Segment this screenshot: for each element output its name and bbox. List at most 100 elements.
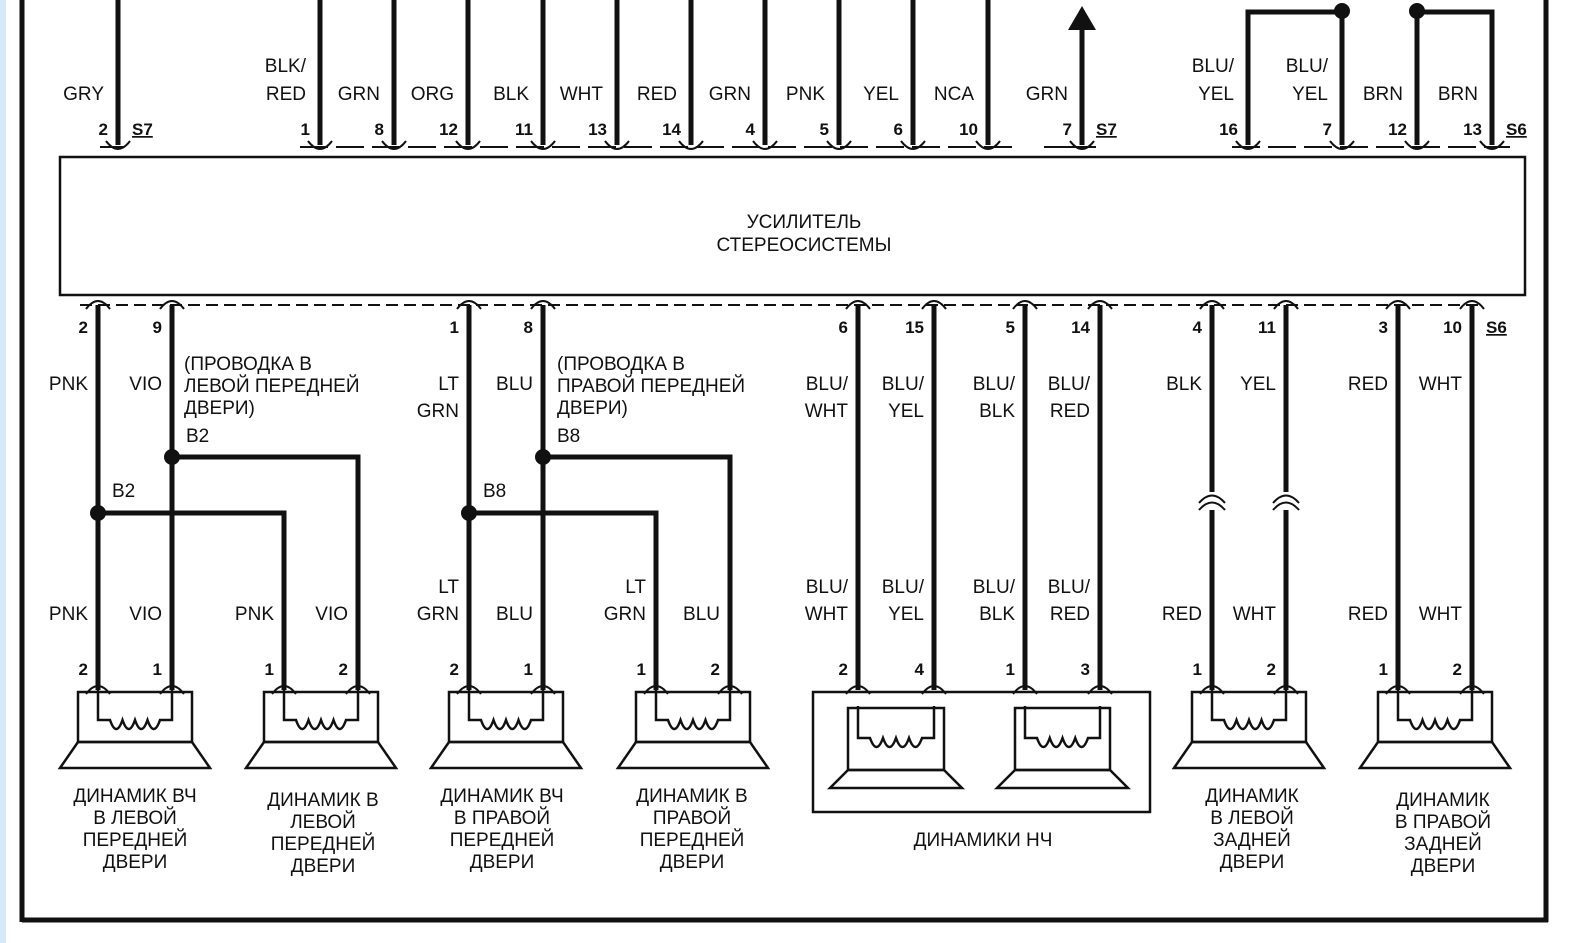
wire-color-label: GRN: [338, 84, 380, 105]
wire-color-label: BLU/: [1048, 577, 1091, 598]
connector-id: S6: [1506, 120, 1527, 139]
wire-color-label: RED: [1050, 401, 1090, 422]
pin-terminal: [455, 140, 481, 150]
bottom-wire-labels: 2PNK9VIO1LTGRN8BLU6BLU/WHT15BLU/YEL5BLU/…: [49, 318, 1507, 422]
pin-terminal: [975, 140, 1001, 150]
pin-number: 2: [99, 120, 108, 139]
wire-color-label: WHT: [1233, 604, 1277, 625]
wire-color-label: RED: [1162, 604, 1202, 625]
wire-color-label: PNK: [235, 604, 274, 625]
wire-color-label: LT: [438, 374, 459, 395]
pin-number: 11: [1258, 318, 1276, 337]
speaker-caption: В ЛЕВОЙ: [93, 807, 177, 829]
speaker-icon: [1171, 690, 1327, 770]
pin-number: 8: [524, 318, 533, 337]
wire-color-label: BLU/: [1192, 56, 1235, 77]
pin-terminal: [604, 140, 630, 150]
wire-color-label: BLK: [979, 401, 1015, 422]
pin-terminal: [678, 140, 704, 150]
splice-dot: [461, 505, 477, 521]
speaker-caption: В ПРАВОЙ: [454, 807, 550, 829]
speaker-icon: [57, 690, 213, 770]
speaker-caption: В ЛЕВОЙ: [1210, 807, 1294, 829]
pin-number: 2: [339, 660, 348, 679]
speaker-caption: ПЕРЕДНЕЙ: [640, 829, 745, 851]
amplifier-box: [58, 155, 1527, 297]
wire-color-label: BLU/: [806, 374, 849, 395]
pin-number: 10: [1443, 318, 1462, 337]
pin-number: 13: [588, 120, 607, 139]
arrow-up-icon: [1068, 6, 1096, 30]
speaker-caption: ДВЕРИ: [291, 856, 356, 877]
pin-number: 13: [1463, 120, 1482, 139]
wire-color-label: RED: [1348, 604, 1388, 625]
wire-color-label: PNK: [786, 84, 825, 105]
wire-color-label: BLU/: [882, 374, 925, 395]
note-left-line1: (ПРОВОДКА В: [184, 354, 312, 375]
speaker-caption: ЛЕВОЙ: [290, 811, 356, 833]
wire-color-label: BLU: [683, 604, 720, 625]
pin-number: 7: [1323, 120, 1332, 139]
pin-number: 2: [450, 660, 459, 679]
pin-number: 3: [1379, 318, 1388, 337]
connector-id: S7: [132, 120, 153, 139]
pin-number: 1: [1006, 660, 1015, 679]
lower-wire-labels: PNK2VIO1PNK1VIO2LTGRN2BLU1LTGRN1BLU2BLU/…: [49, 577, 1485, 695]
wire-color-label: YEL: [1240, 374, 1276, 395]
bottom-wires: [95, 305, 1475, 690]
splice-label: B2: [186, 426, 209, 447]
speaker-caption: ДВЕРИ: [470, 852, 535, 873]
pin-terminal: [826, 140, 852, 150]
pin-number: 1: [153, 660, 162, 679]
inline-connector: [1198, 494, 1300, 511]
pin-terminal: [1404, 140, 1430, 150]
speaker-caption: ДВЕРИ: [103, 852, 168, 873]
wire-color-label: YEL: [863, 84, 899, 105]
pin-number: 1: [1193, 660, 1202, 679]
speaker-icon: [826, 706, 966, 790]
pin-number: 2: [711, 660, 720, 679]
pin-number: 6: [894, 120, 903, 139]
note-left-line3: ДВЕРИ): [184, 398, 255, 419]
pin-number: 8: [375, 120, 384, 139]
wire-color-label: GRN: [417, 401, 459, 422]
pin-number: 14: [662, 120, 681, 139]
pin-number: 4: [915, 660, 925, 679]
wire-color-label: RED: [266, 84, 306, 105]
speaker-icon: [615, 690, 771, 770]
wire-color-label: RED: [1348, 374, 1388, 395]
splice-label: B8: [557, 426, 580, 447]
pin-number: 2: [79, 660, 88, 679]
pin-number: 15: [905, 318, 924, 337]
splice-dot: [90, 505, 106, 521]
wire-color-label: GRN: [604, 604, 646, 625]
wire-color-label: GRN: [1026, 84, 1068, 105]
wire-color-label: LT: [625, 577, 646, 598]
pin-terminal: [159, 300, 185, 310]
wiring-notes: (ПРОВОДКА В ЛЕВОЙ ПЕРЕДНЕЙ ДВЕРИ) (ПРОВО…: [184, 354, 745, 419]
note-right-line1: (ПРОВОДКА В: [557, 354, 685, 375]
wire-color-label: BLU/: [882, 577, 925, 598]
pin-terminal: [900, 140, 926, 150]
wire-color-label: GRN: [709, 84, 751, 105]
wire-color-label: NCA: [934, 84, 974, 105]
speaker-icon: [243, 690, 399, 770]
pin-terminal: [1069, 140, 1095, 150]
wire-color-label: VIO: [129, 604, 162, 625]
wire-color-label: BLK: [493, 84, 529, 105]
pin-number: 9: [153, 318, 162, 337]
wire-color-label: YEL: [1198, 84, 1234, 105]
pin-terminal: [307, 140, 333, 150]
pin-number: 2: [839, 660, 848, 679]
pin-number: 1: [637, 660, 646, 679]
speaker-caption: ДВЕРИ: [660, 852, 725, 873]
pin-number: 7: [1063, 120, 1072, 139]
wire-color-label: VIO: [129, 374, 162, 395]
amplifier-title-line2: СТЕРЕОСИСТЕМЫ: [717, 235, 892, 256]
pin-number: 2: [1267, 660, 1276, 679]
speaker-caption: ДВЕРИ: [1220, 852, 1285, 873]
wire-color-label: WHT: [560, 84, 604, 105]
splice-label: B2: [112, 481, 135, 502]
pin-number: 5: [1006, 318, 1015, 337]
wire-color-label: VIO: [315, 604, 348, 625]
